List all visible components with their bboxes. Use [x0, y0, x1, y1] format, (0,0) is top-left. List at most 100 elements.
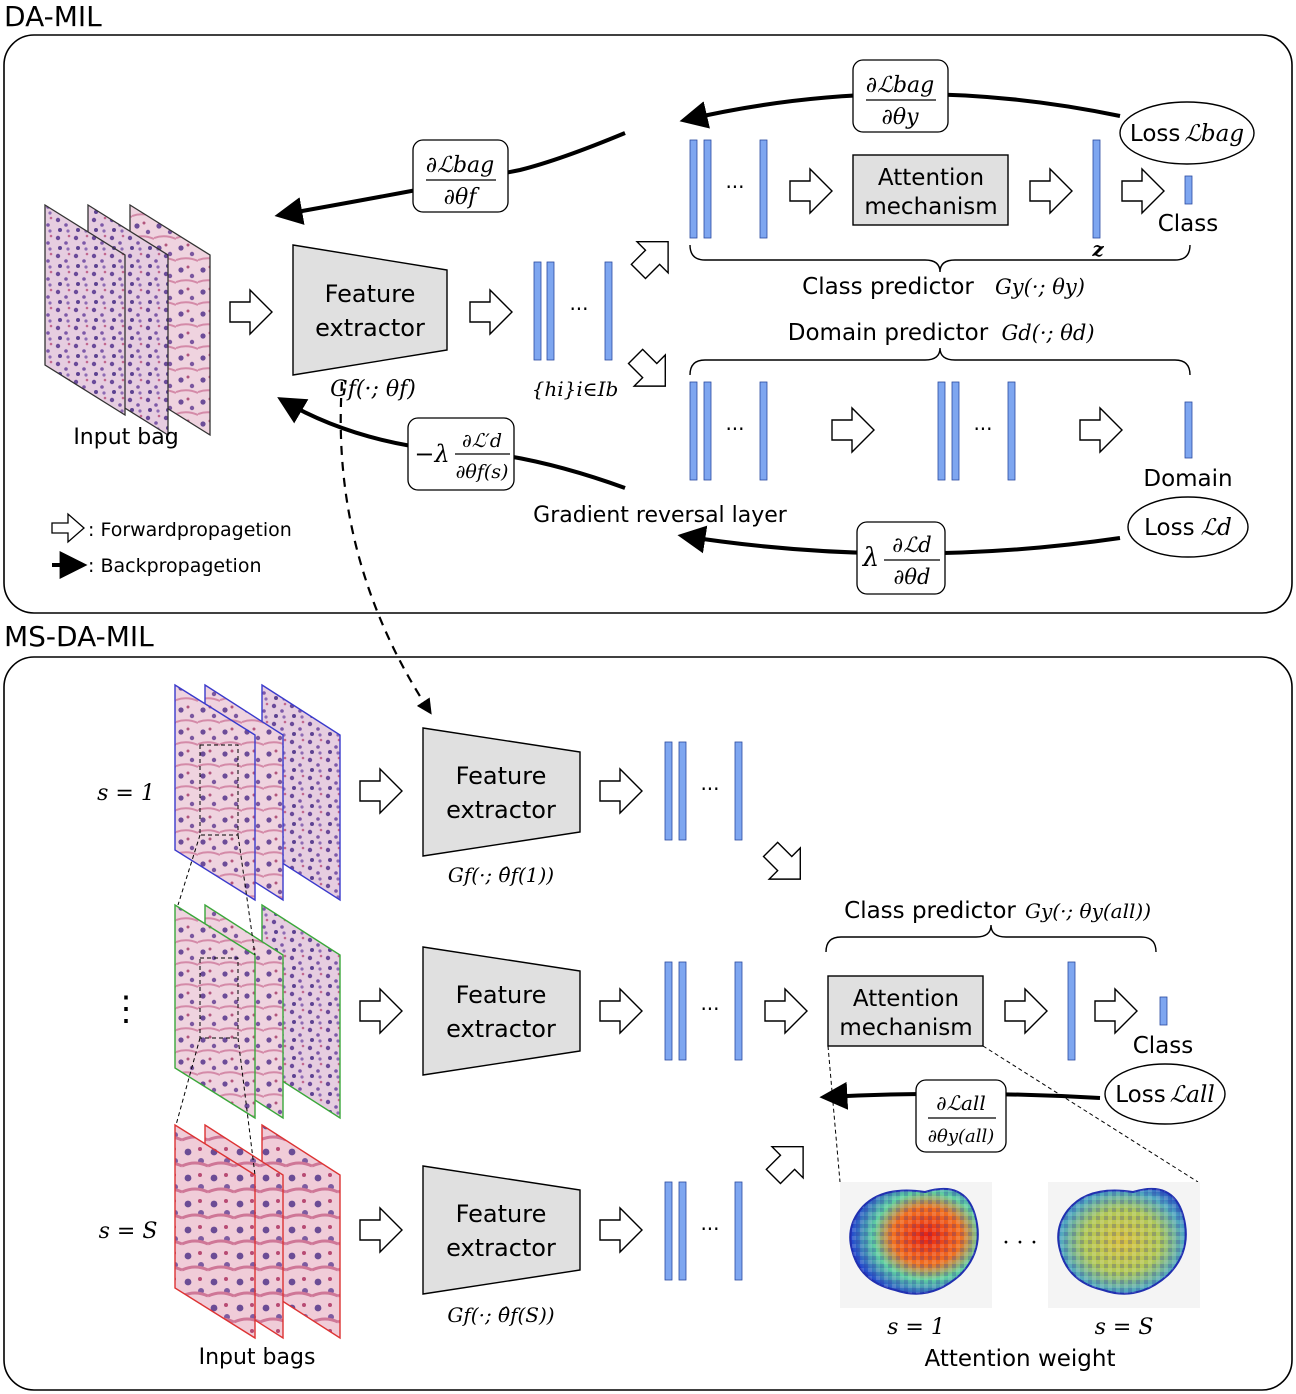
fe-s1-line1: Feature	[456, 762, 547, 790]
forward-arrow-icon	[762, 841, 801, 880]
forward-arrow-icon	[765, 1146, 804, 1185]
forward-arrow-icon	[599, 1206, 643, 1254]
class-branch-dots: ···	[725, 175, 744, 199]
ms-class-output-vector	[1159, 996, 1168, 1026]
z-label: z	[1091, 237, 1104, 261]
attention-label-line1: Attention	[878, 165, 984, 191]
forward-arrow-icon	[764, 987, 808, 1035]
grad-bag-y-box	[852, 59, 949, 133]
grad-d-den: ∂θd	[894, 565, 931, 589]
forward-arrow-icon	[1079, 406, 1123, 454]
ms-dots-2: ···	[700, 997, 719, 1021]
fe-s1-math: Gf(·; θ̂f(1))	[448, 863, 554, 887]
ms-class-label: Class	[1133, 1033, 1194, 1059]
domain-branch-features	[689, 381, 1193, 481]
feature-extractor-label-line2: extractor	[315, 314, 425, 342]
ms-attention-mechanism-box	[827, 975, 984, 1047]
gradient-reversal-label: Gradient reversal layer	[533, 503, 788, 528]
grad-rev-num: ∂ℒ′d	[462, 430, 502, 452]
fe-mid-line1: Feature	[456, 981, 547, 1009]
forward-arrow-icon	[359, 767, 403, 815]
ms-z-vector	[1067, 961, 1076, 1061]
legend-forward-label: : Forwardpropagetion	[88, 519, 292, 541]
attention-map-sS	[1048, 1182, 1200, 1308]
zoom-lines	[175, 834, 256, 1176]
attention-mechanism-box	[852, 154, 1009, 226]
class-predictor-math: Gy(·; θy)	[995, 275, 1085, 299]
attn-label-sS: s = S	[1095, 1315, 1154, 1340]
feature-extractor-sS	[422, 1165, 581, 1295]
attention-map-lines	[827, 1045, 1199, 1183]
ms-class-predictor-label: Class predictor	[844, 898, 1016, 924]
fe-sS-line2: extractor	[446, 1234, 556, 1262]
forward-arrow-icon	[469, 288, 513, 336]
legend-backward-label: : Backpropagetion	[88, 555, 262, 577]
feature-extractor-box	[292, 244, 448, 376]
forward-arrow-icon	[1094, 987, 1138, 1035]
input-bag-stack	[44, 203, 211, 437]
scale-label-vdots: ⋮	[109, 989, 143, 1029]
class-predictor-brace	[689, 244, 1191, 273]
forward-arrow-icon	[831, 406, 875, 454]
input-bag-stack-sS	[174, 1123, 341, 1340]
fe-sS-math: Gf(·; θ̂f(S))	[447, 1303, 554, 1327]
grad-bag-f-num: ∂ℒbag	[426, 153, 495, 178]
features-math: {hi}i∈Ib	[532, 377, 619, 401]
forward-arrow-icon	[1029, 167, 1073, 215]
loss-d-ellipse	[1127, 496, 1249, 558]
attn-dots: · · ·	[1003, 1231, 1038, 1256]
class-branch-features	[689, 139, 768, 239]
loss-bag-ellipse	[1119, 101, 1255, 165]
grad-bag-f-den: ∂θf	[444, 185, 481, 210]
fe-s1-line2: extractor	[446, 796, 556, 824]
domain-dots-2: ···	[973, 417, 992, 441]
grad-bag-y-num: ∂ℒbag	[866, 73, 935, 98]
input-bag-stack-mid	[174, 903, 341, 1120]
forward-arrow-icon	[359, 1206, 403, 1254]
domain-predictor-label: Domain predictor	[788, 320, 989, 346]
section-title-da-mil: DA-MIL	[4, 0, 102, 33]
fe-sS-line1: Feature	[456, 1200, 547, 1228]
ms-attention-line1: Attention	[853, 986, 959, 1012]
forward-arrow-icon	[359, 987, 403, 1035]
attention-map-s1	[840, 1182, 992, 1308]
feature-extractor-s1	[422, 727, 581, 857]
grad-bag-y-den: ∂θy	[881, 105, 919, 130]
input-bag-stack-s1	[174, 683, 341, 902]
domain-predictor-math: Gd(·; θd)	[1001, 321, 1094, 345]
forward-arrow-icon	[599, 767, 643, 815]
domain-predictor-brace	[689, 347, 1191, 376]
ms-class-predictor-math: Gy(·; θy(all))	[1025, 899, 1151, 923]
forward-arrow-icon	[630, 241, 669, 280]
fe-mid-line2: extractor	[446, 1015, 556, 1043]
forward-arrow-icon	[1121, 167, 1165, 215]
class-label: Class	[1158, 211, 1219, 237]
grad-d-num: ∂ℒd	[892, 533, 931, 557]
loss-all-ellipse	[1104, 1063, 1226, 1125]
feature-dots: ···	[569, 297, 588, 321]
domain-dots-1: ···	[725, 417, 744, 441]
class-output-vector	[1184, 175, 1193, 205]
scale-label-sS: s = S	[99, 1219, 158, 1244]
forward-arrow-icon	[789, 167, 833, 215]
da-mil-panel	[3, 34, 1293, 614]
input-bag-label: Input bag	[73, 425, 178, 450]
grad-all-num: ∂ℒall	[936, 1091, 985, 1115]
ms-dots-1: ···	[700, 777, 719, 801]
feature-extractor-math: Gf(·; θf)	[330, 377, 416, 402]
feature-extractor-label-line1: Feature	[325, 280, 416, 308]
domain-label: Domain	[1143, 466, 1232, 492]
ms-class-predictor-brace	[825, 924, 1157, 953]
z-vector	[1092, 139, 1101, 239]
legend-forward-icon	[51, 512, 85, 544]
section-title-ms-da-mil: MS-DA-MIL	[4, 620, 154, 653]
grad-bag-f-box	[412, 139, 509, 213]
scale-label-s1: s = 1	[97, 781, 155, 806]
forward-arrow-icon	[599, 987, 643, 1035]
attention-label-line2: mechanism	[864, 194, 997, 220]
grad-all-box	[915, 1079, 1007, 1153]
forward-arrow-icon	[1004, 987, 1048, 1035]
